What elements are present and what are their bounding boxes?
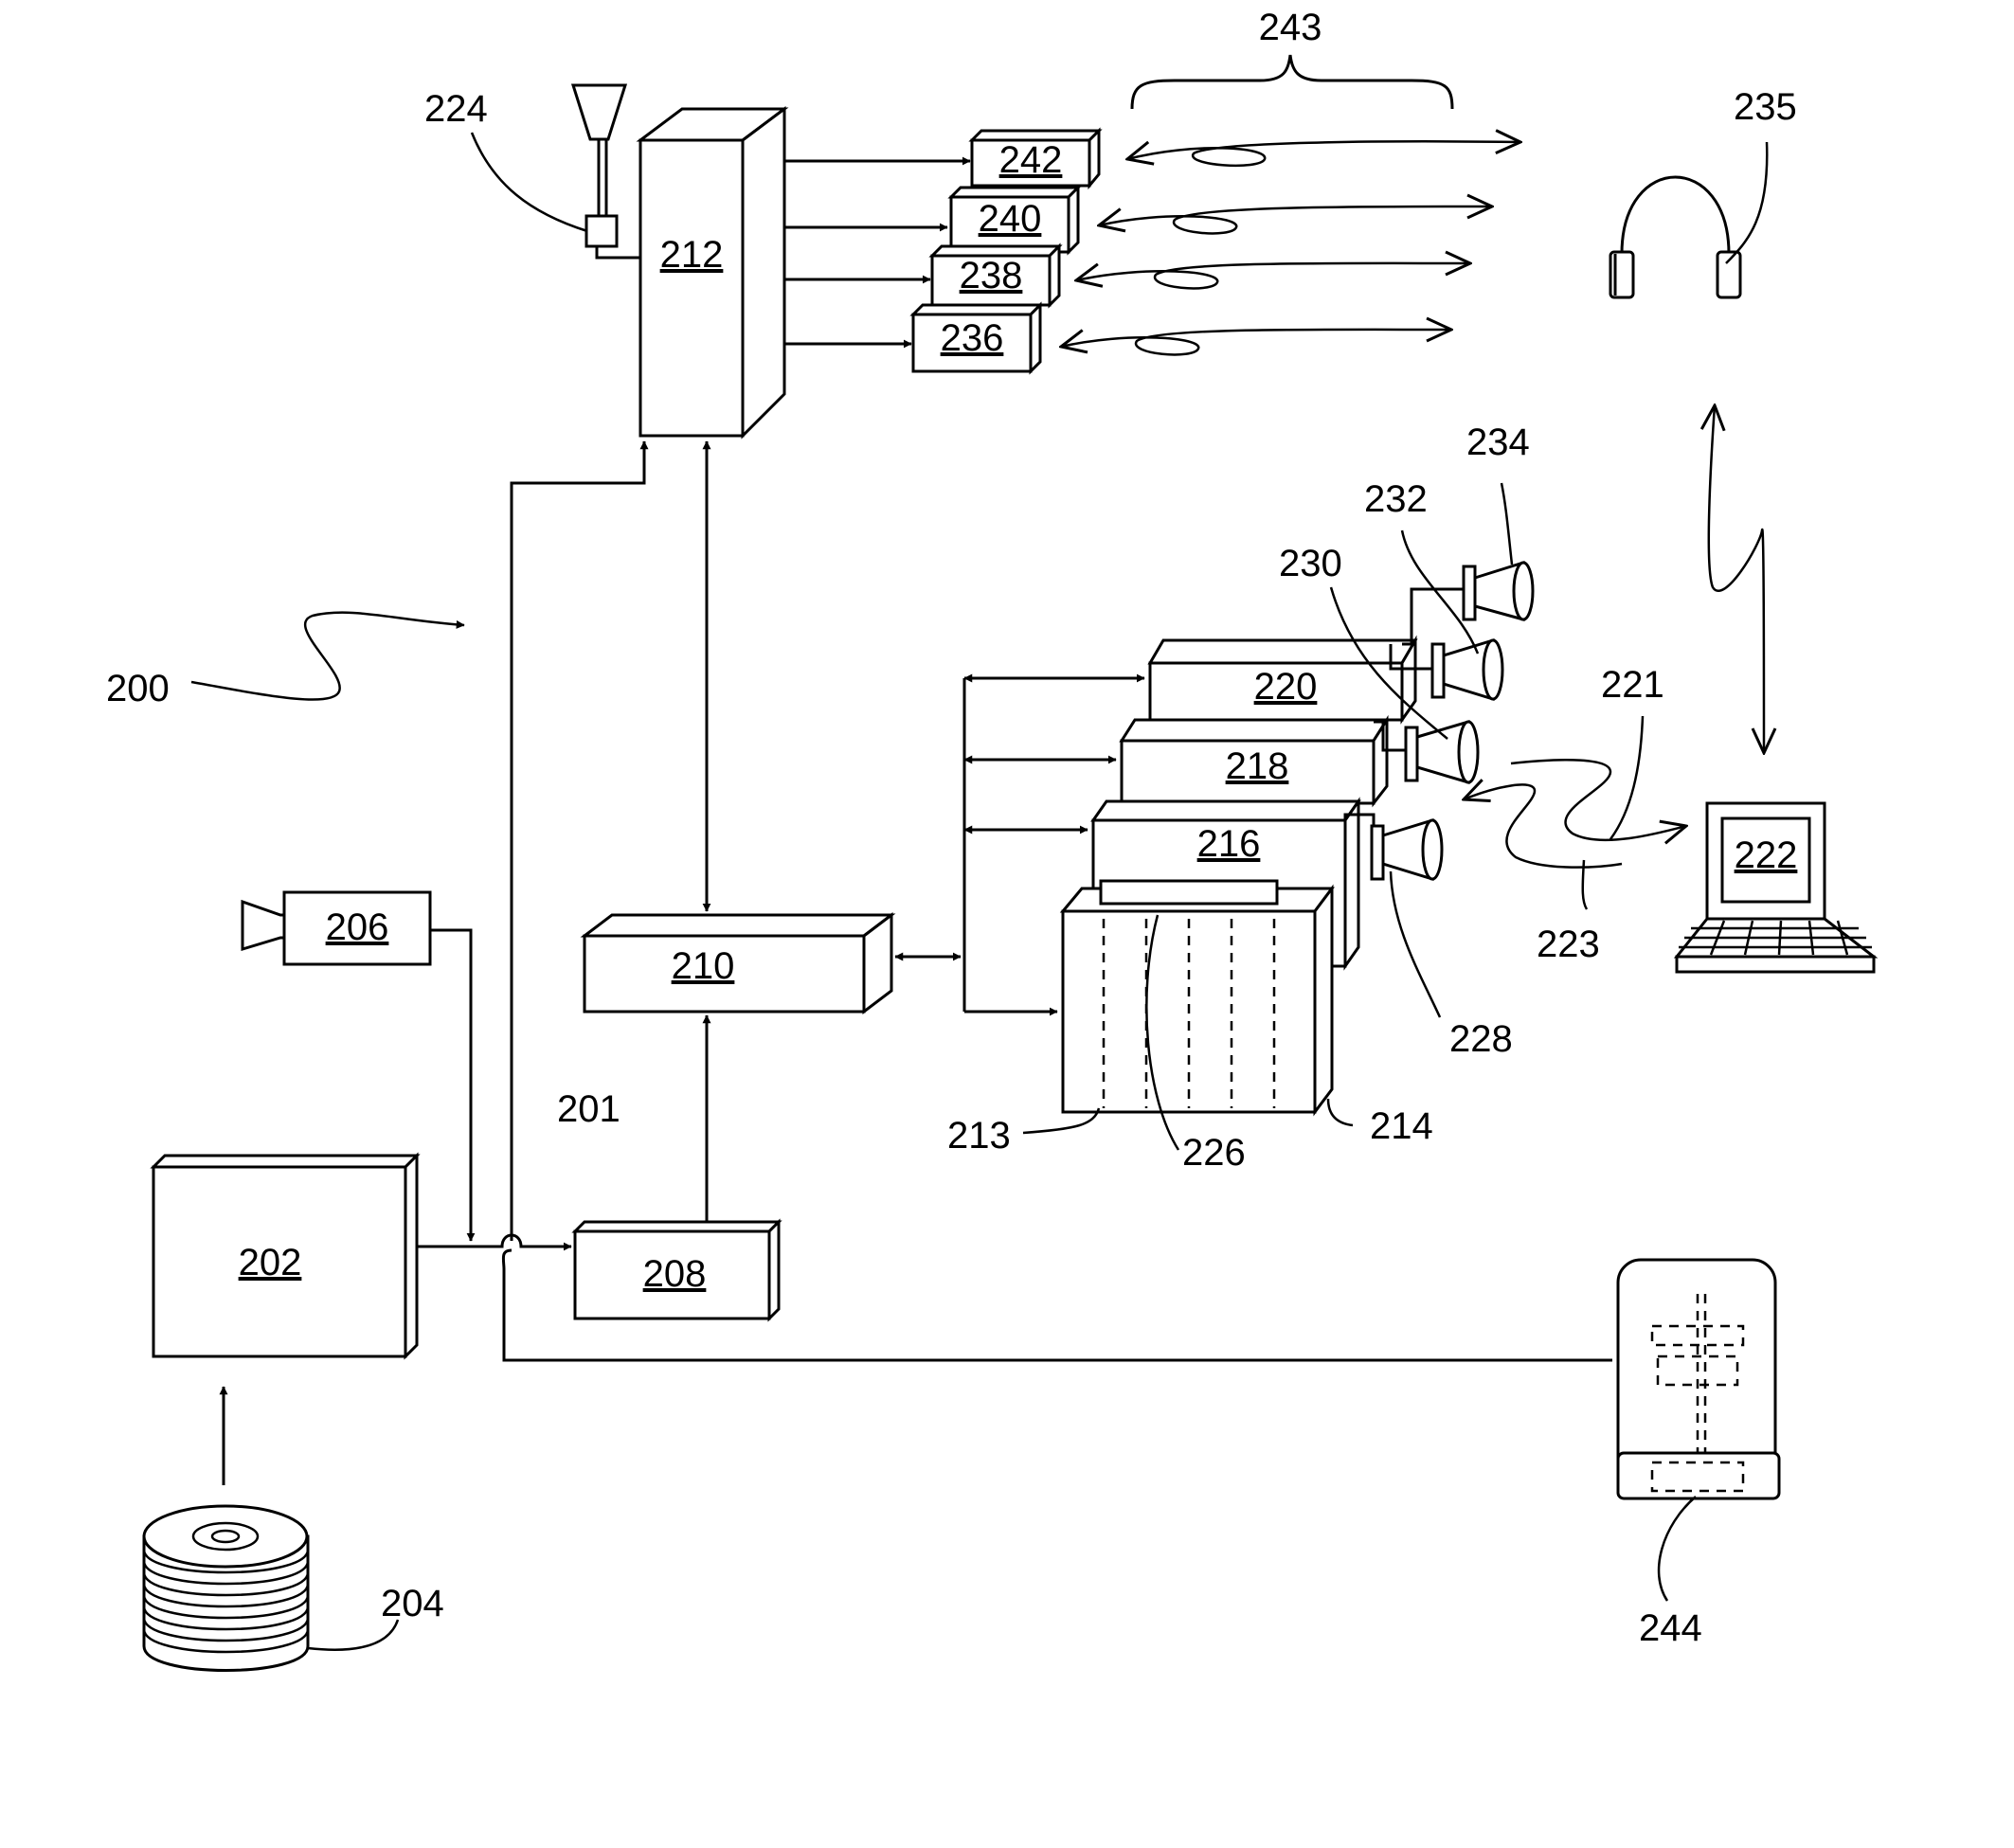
ref-228: 228: [1449, 1018, 1513, 1060]
headphones-icon: [1610, 177, 1740, 297]
ref-224: 224: [424, 88, 488, 130]
label-242: 242: [999, 139, 1063, 181]
speaker-icon: [1374, 722, 1478, 782]
disc-stack-icon: [144, 1506, 308, 1671]
label-206: 206: [326, 906, 389, 948]
ref-201: 201: [557, 1088, 620, 1130]
label-238: 238: [960, 255, 1023, 296]
ref-200: 200: [106, 668, 170, 709]
ref-226: 226: [1182, 1132, 1246, 1174]
box-208: 208: [575, 1222, 779, 1319]
line-206-junction: [430, 930, 471, 1241]
leader-244: [1659, 1497, 1696, 1601]
kiosk-icon: [1618, 1260, 1779, 1498]
label-236: 236: [941, 317, 1004, 359]
camera-icon: 206: [243, 892, 430, 964]
wireless-link-223: [1464, 784, 1622, 867]
box-220: 220: [1150, 640, 1415, 720]
leader-234: [1502, 483, 1512, 565]
brace-243: [1132, 55, 1452, 109]
leader-235: [1726, 142, 1767, 263]
label-222: 222: [1735, 834, 1798, 876]
box-210: 210: [584, 915, 891, 1012]
laptop-icon: 222: [1677, 803, 1874, 972]
ref-223: 223: [1537, 924, 1600, 965]
label-208: 208: [643, 1253, 707, 1295]
ref-221: 221: [1601, 664, 1664, 706]
wireless-link-235-222: [1709, 405, 1764, 753]
squiggle-200: [191, 613, 464, 700]
leader-221: [1610, 716, 1643, 839]
leader-214: [1328, 1099, 1353, 1125]
label-216: 216: [1197, 823, 1261, 865]
wireless-link-238: [1076, 263, 1470, 289]
ref-244: 244: [1639, 1607, 1702, 1649]
ref-214: 214: [1370, 1105, 1433, 1147]
label-212: 212: [660, 234, 724, 276]
leader-224: [472, 133, 587, 231]
wireless-link-240: [1099, 206, 1492, 233]
box-202: 202: [153, 1156, 417, 1356]
box-236: 236: [913, 305, 1040, 371]
label-210: 210: [672, 945, 735, 987]
wireless-link-242: [1127, 141, 1520, 165]
box-242: 242: [972, 131, 1099, 186]
wireless-link-221: [1511, 760, 1686, 840]
antenna-icon: [573, 85, 640, 258]
line-202-208: [417, 1235, 571, 1247]
box-240: 240: [951, 188, 1078, 252]
ref-235: 235: [1734, 86, 1797, 128]
ref-204: 204: [381, 1583, 444, 1624]
label-240: 240: [979, 198, 1042, 240]
box-238: 238: [932, 246, 1059, 305]
label-218: 218: [1226, 745, 1289, 787]
label-220: 220: [1254, 666, 1318, 708]
box-214: [1063, 881, 1332, 1112]
box-218: 218: [1122, 720, 1387, 803]
ref-232: 232: [1364, 478, 1428, 520]
wireless-link-236: [1061, 330, 1451, 355]
box-212: 212: [640, 109, 784, 436]
ref-213: 213: [947, 1115, 1011, 1157]
ref-234: 234: [1466, 422, 1530, 463]
ref-230: 230: [1279, 543, 1342, 584]
ref-243: 243: [1259, 7, 1322, 48]
label-202: 202: [239, 1242, 302, 1283]
leader-228: [1391, 871, 1440, 1017]
